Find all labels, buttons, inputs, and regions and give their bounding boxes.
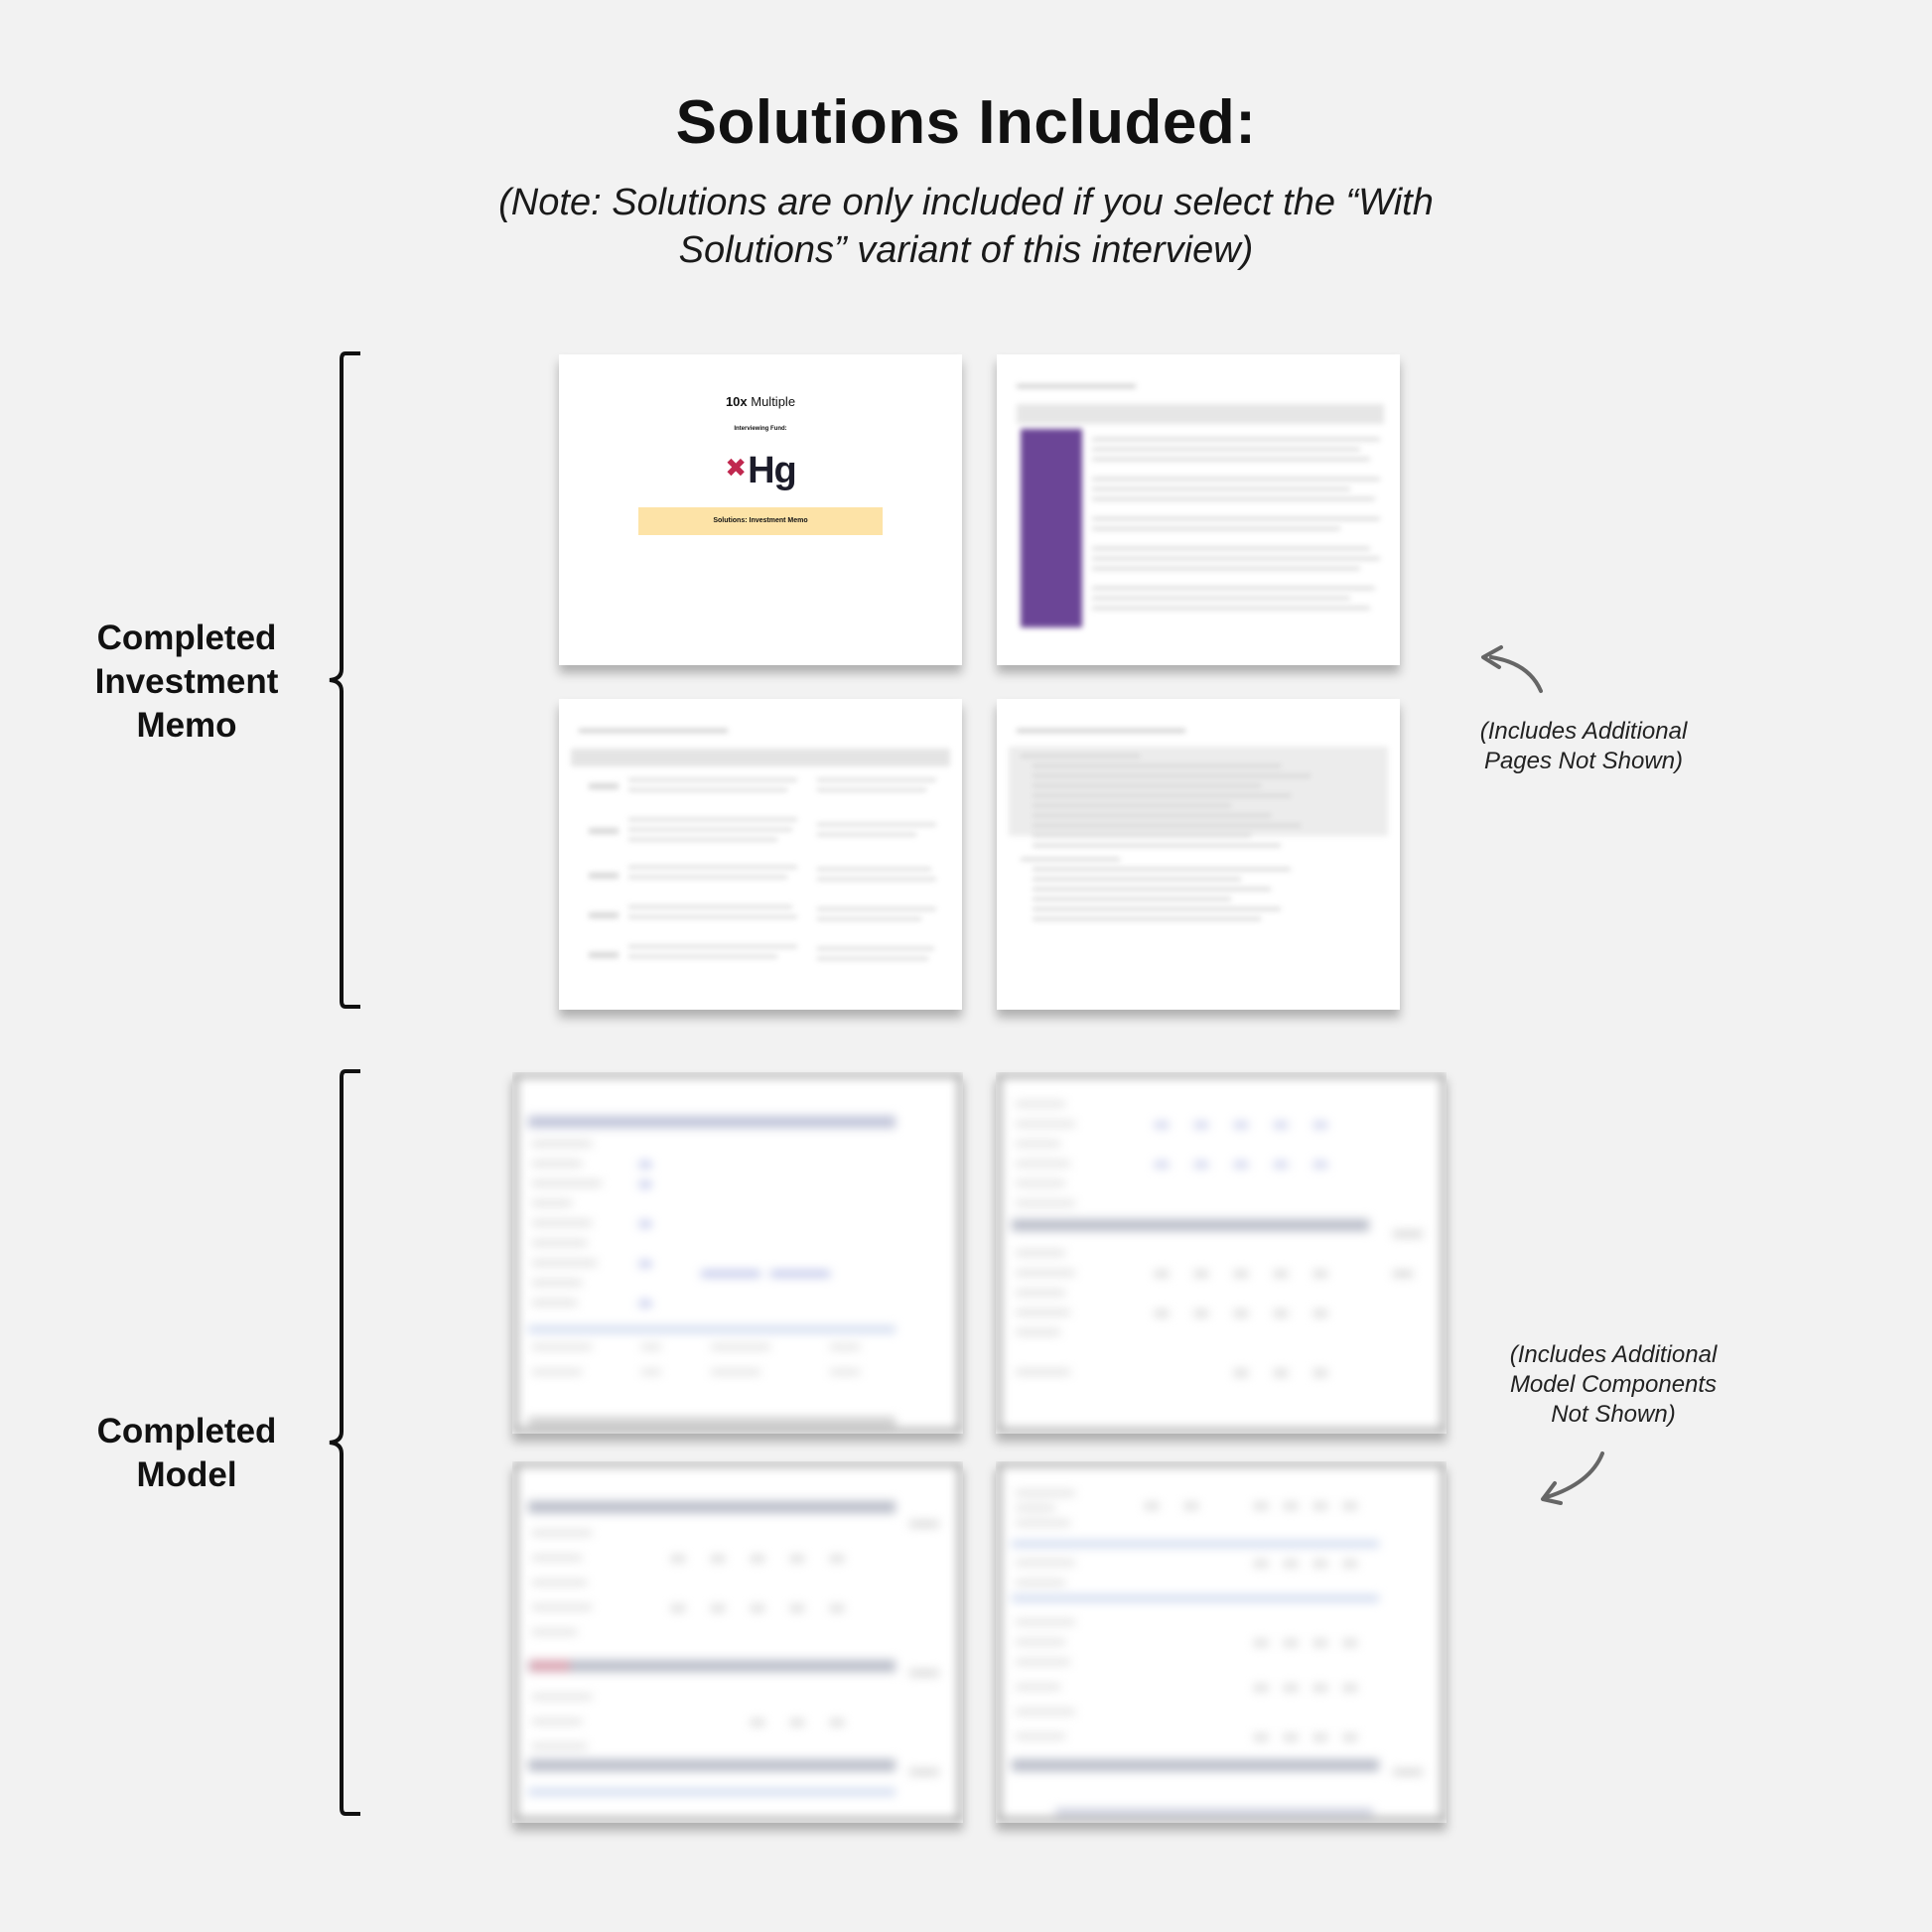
memo-bracket [329,351,360,1009]
model-side-note-line-1: (Includes Additional [1509,1341,1718,1368]
model-page-3-content [512,1461,963,1823]
memo-page-4-content [1009,729,1388,920]
memo-side-note-line-2: Pages Not Shown) [1483,748,1684,774]
page-title: Solutions Included: [675,88,1257,157]
memo-label-line-1: Completed [96,619,277,657]
memo-label-line-3: Memo [136,706,237,745]
model-side-note: (Includes Additional Model Components No… [1449,1340,1777,1430]
model-page-1 [512,1072,963,1434]
variant-note: (Note: Solutions are only included if yo… [397,179,1535,274]
memo-side-note: (Includes Additional Pages Not Shown) [1430,717,1737,776]
model-page-2 [996,1072,1447,1434]
cover-band: Solutions: Investment Memo [638,507,883,535]
variant-note-line-2: Solutions” variant of this interview) [678,229,1254,271]
model-side-note-line-3: Not Shown) [1551,1401,1676,1428]
memo-page-3 [559,699,962,1010]
model-section-label: Completed Model [68,1410,306,1497]
model-page-1-content [512,1072,963,1434]
model-page-3 [512,1461,963,1823]
memo-page-2 [997,354,1400,665]
hg-logo-text: Hg [748,450,797,491]
memo-section-label: Completed Investment Memo [68,617,306,748]
model-page-2-content [996,1072,1447,1434]
variant-note-line-1: (Note: Solutions are only included if yo… [498,182,1434,223]
cover-fund-label: Interviewing Fund: [734,426,787,432]
memo-page-3-content [571,729,950,960]
hg-logo-mark-icon: ✖ [725,453,747,483]
curved-arrow-down-left-icon [1541,1451,1604,1505]
cover-brand-rest: Multiple [747,394,796,409]
hg-logo: ✖Hg [559,450,962,492]
model-page-4 [996,1461,1447,1823]
cover-brand: 10x Multiple [559,394,962,409]
model-label-line-2: Model [136,1455,237,1494]
model-side-note-line-2: Model Components [1509,1371,1718,1398]
memo-page-4 [997,699,1400,1010]
memo-label-line-2: Investment [94,662,279,701]
memo-cover-page: 10x Multiple Interviewing Fund: ✖Hg Solu… [559,354,962,665]
model-label-line-1: Completed [96,1412,277,1450]
model-page-4-content [996,1461,1447,1823]
curved-arrow-up-left-icon [1481,645,1543,693]
model-bracket [329,1069,360,1816]
memo-side-note-line-1: (Includes Additional [1479,718,1688,745]
cover-brand-bold: 10x [725,394,748,409]
memo-page-2-content [1017,384,1384,627]
